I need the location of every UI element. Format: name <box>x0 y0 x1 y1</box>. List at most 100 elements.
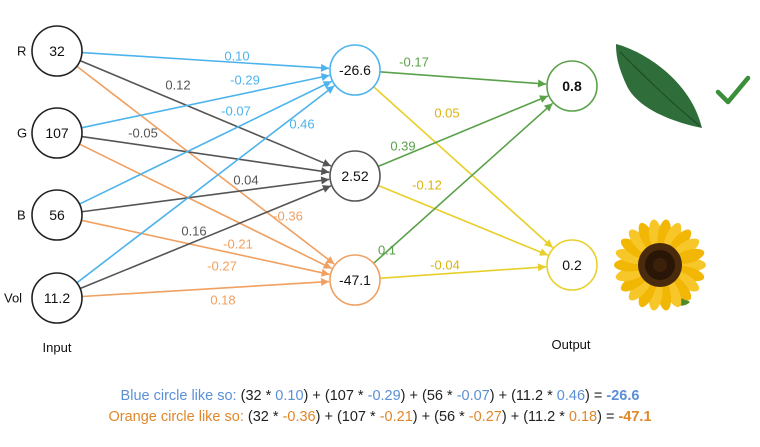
edge-hidden1-output2-arrowhead <box>544 239 553 248</box>
eq-orange-mid3: ) + (11.2 * <box>501 409 565 425</box>
edge-hidden2-output1-arrowhead <box>539 95 548 103</box>
edge-input4-hidden3-arrowhead <box>320 278 330 287</box>
checkmark-icon <box>715 75 751 105</box>
eq-orange-w3: -0.27 <box>468 409 502 425</box>
edge-hidden3-output1 <box>373 102 554 264</box>
weight-input2-hidden2: -0.05 <box>128 126 158 141</box>
input-node-b: 56 <box>31 189 83 241</box>
edge-input3-hidden2-arrowhead <box>320 176 330 185</box>
output-caption: Output <box>551 337 590 352</box>
weight-input3-hidden3: -0.27 <box>207 259 237 274</box>
edge-input1-hidden2-arrowhead <box>322 159 332 167</box>
weight-input1-hidden3: -0.36 <box>273 209 303 224</box>
input-caption: Input <box>43 340 72 355</box>
hidden-node-2: 2.52 <box>329 150 381 202</box>
output-value: 0.8 <box>562 78 582 94</box>
hidden-value: -26.6 <box>339 62 371 78</box>
weight-input3-hidden2: 0.04 <box>233 173 258 188</box>
edge-input1-hidden1 <box>81 51 330 70</box>
input-label: Vol <box>4 291 22 306</box>
edge-input2-hidden1-arrowhead <box>320 73 330 81</box>
edge-hidden2-output2 <box>377 184 549 256</box>
edge-input1-hidden3 <box>76 65 335 265</box>
eq-blue-mid2: ) + (56 * <box>400 388 453 404</box>
weight-input4-hidden1: 0.46 <box>289 117 314 132</box>
weight-hidden2-output2: -0.12 <box>412 178 442 193</box>
edge-input2-hidden2 <box>81 135 330 174</box>
weight-hidden3-output1: 0.1 <box>378 243 396 258</box>
eq-orange-result: -47.1 <box>618 409 652 425</box>
edge-input1-hidden1-arrowhead <box>320 63 330 72</box>
weight-input4-hidden2: 0.16 <box>181 224 206 239</box>
weight-hidden1-output1: -0.17 <box>399 55 429 70</box>
input-label: G <box>17 126 27 141</box>
eq-blue-result: -26.6 <box>606 388 640 404</box>
edge-hidden1-output1 <box>379 71 547 85</box>
eq-blue-w3: -0.07 <box>456 388 490 404</box>
edge-input3-hidden1-arrowhead <box>322 81 332 89</box>
output-value: 0.2 <box>562 257 582 273</box>
eq-blue-w1: 0.10 <box>275 388 304 404</box>
edge-input2-hidden1 <box>81 74 330 129</box>
edge-hidden3-output2 <box>379 265 547 280</box>
orange-equation: Orange circle like so: (32 * -0.36) + (1… <box>0 409 760 425</box>
weight-input2-hidden1: -0.29 <box>230 73 260 88</box>
input-value: 32 <box>49 43 65 59</box>
leaf-icon <box>616 44 702 128</box>
hidden-node-3: -47.1 <box>329 254 381 306</box>
eq-blue-mid3: ) + (11.2 * <box>489 388 553 404</box>
input-label: R <box>17 44 26 59</box>
eq-orange-w1: -0.36 <box>282 409 316 425</box>
edge-input3-hidden1 <box>79 80 332 205</box>
edge-input3-hidden2 <box>81 178 330 213</box>
edge-hidden1-output1-arrowhead <box>537 79 547 88</box>
edge-input2-hidden3-arrowhead <box>322 261 332 269</box>
edge-input4-hidden1-arrowhead <box>325 85 335 94</box>
eq-blue-w2: -0.29 <box>367 388 401 404</box>
weight-input1-hidden2: 0.12 <box>165 78 190 93</box>
edge-input3-hidden3-arrowhead <box>320 268 330 277</box>
eq-orange-mid2: ) + (56 * <box>412 409 465 425</box>
sunflower-icon <box>614 219 706 311</box>
edge-input4-hidden2-arrowhead <box>322 185 331 193</box>
input-value: 107 <box>45 125 69 141</box>
edge-input4-hidden1 <box>76 85 335 284</box>
weight-input4-hidden3: 0.18 <box>210 293 235 308</box>
edge-input1-hidden3-arrowhead <box>325 256 335 265</box>
weight-hidden3-output2: -0.04 <box>430 258 460 273</box>
weight-hidden1-output2: 0.05 <box>434 106 459 121</box>
input-label: B <box>17 208 26 223</box>
weight-input2-hidden3: -0.21 <box>223 237 253 252</box>
edge-hidden2-output1 <box>377 95 549 168</box>
edge-input2-hidden2-arrowhead <box>320 167 330 176</box>
orange-equation-label: Orange circle like so: <box>108 409 244 425</box>
eq-orange-w4: 0.18 <box>568 409 598 425</box>
blue-equation: Blue circle like so: (32 * 0.10) + (107 … <box>0 388 760 404</box>
blue-equation-label: Blue circle like so: <box>120 388 237 404</box>
eq-orange-w2: -0.21 <box>379 409 413 425</box>
edge-hidden3-output1-arrowhead <box>543 103 553 112</box>
edge-input4-hidden3 <box>81 280 330 298</box>
input-value: 56 <box>49 207 65 223</box>
weight-input1-hidden1: 0.10 <box>224 49 249 64</box>
input-node-g: 107 <box>31 107 83 159</box>
input-node-vol: 11.2 <box>31 272 83 324</box>
edge-input1-hidden2 <box>79 59 332 167</box>
output-node-2: 0.2 <box>546 239 598 291</box>
input-value: 11.2 <box>44 290 70 306</box>
weight-hidden2-output1: 0.39 <box>390 139 415 154</box>
eq-orange-open: (32 * <box>247 409 279 425</box>
edge-input4-hidden2 <box>79 185 332 290</box>
hidden-node-1: -26.6 <box>329 44 381 96</box>
edge-hidden2-output2-arrowhead <box>539 248 548 256</box>
hidden-value: 2.52 <box>341 168 368 184</box>
output-node-1: 0.8 <box>546 60 598 112</box>
eq-blue-close: ) = <box>585 388 607 404</box>
eq-blue-mid1: ) + (107 * <box>303 388 364 404</box>
eq-blue-open: (32 * <box>240 388 272 404</box>
edge-input2-hidden3 <box>79 143 333 270</box>
eq-orange-mid1: ) + (107 * <box>315 409 376 425</box>
edge-input3-hidden3 <box>81 219 330 276</box>
eq-blue-w4: 0.46 <box>556 388 586 404</box>
eq-orange-close: ) = <box>597 409 619 425</box>
